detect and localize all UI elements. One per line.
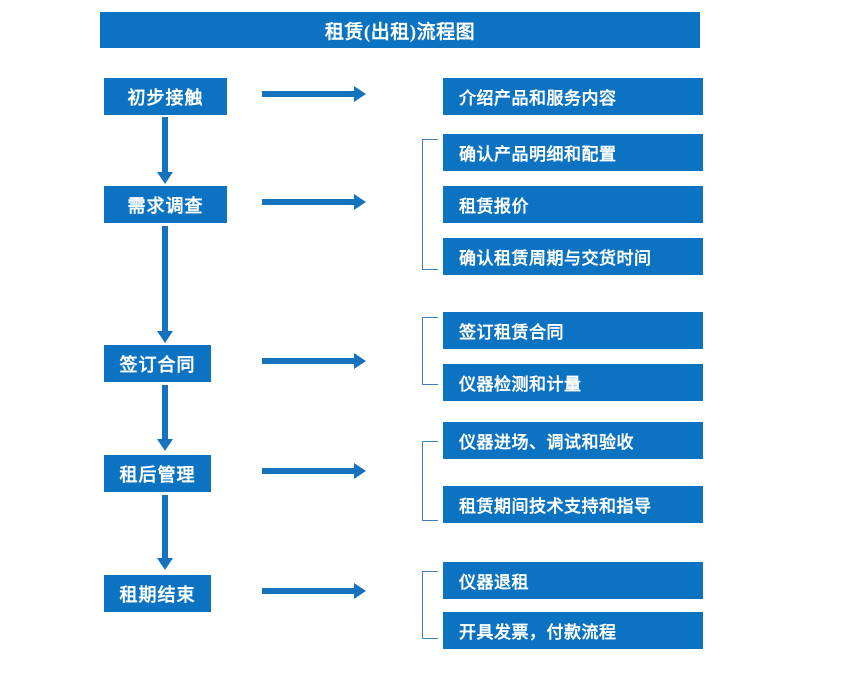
arrow-shaft (262, 358, 354, 364)
arrow-shaft (262, 588, 354, 594)
detail-box[interactable]: 介绍产品和服务内容 (443, 78, 703, 115)
arrow-shaft (262, 91, 354, 97)
arrow-shaft (262, 468, 354, 474)
detail-group-bracket-4 (422, 571, 438, 639)
detail-group-bracket-2 (422, 317, 438, 385)
stage-to-detail-arrow-1 (262, 192, 366, 212)
detail-box[interactable]: 确认产品明细和配置 (443, 134, 703, 171)
stage-box[interactable]: 初步接触 (104, 78, 227, 115)
arrow-shaft (262, 199, 354, 205)
stage-to-detail-arrow-3 (262, 461, 366, 481)
arrow-head (157, 558, 173, 570)
detail-group-bracket-1 (422, 139, 438, 270)
arrow-shaft (162, 117, 168, 172)
detail-box[interactable]: 仪器进场、调试和验收 (443, 422, 703, 459)
stage-box[interactable]: 签订合同 (104, 345, 211, 382)
detail-box[interactable]: 签订租赁合同 (443, 312, 703, 349)
stage-to-detail-arrow-2 (262, 351, 366, 371)
arrow-shaft (162, 495, 168, 558)
detail-box[interactable]: 开具发票，付款流程 (443, 612, 703, 649)
arrow-head (157, 439, 173, 451)
flow-connector-arrow-3 (155, 385, 175, 451)
arrow-head (354, 86, 366, 102)
arrow-head (354, 583, 366, 599)
flow-connector-arrow-1 (155, 117, 175, 184)
flow-connector-arrow-2 (155, 226, 175, 343)
detail-box[interactable]: 确认租赁周期与交货时间 (443, 238, 703, 275)
detail-box[interactable]: 仪器退租 (443, 562, 703, 599)
page-title: 租赁(出租)流程图 (100, 12, 700, 48)
stage-to-detail-arrow-0 (262, 84, 366, 104)
detail-group-bracket-3 (422, 441, 438, 521)
arrow-head (354, 194, 366, 210)
detail-box[interactable]: 租赁期间技术支持和指导 (443, 486, 703, 523)
stage-to-detail-arrow-4 (262, 581, 366, 601)
arrow-head (157, 331, 173, 343)
stage-box[interactable]: 租后管理 (104, 455, 211, 492)
arrow-shaft (162, 226, 168, 331)
detail-box[interactable]: 租赁报价 (443, 186, 703, 223)
arrow-head (157, 172, 173, 184)
arrow-shaft (162, 385, 168, 439)
stage-box[interactable]: 需求调查 (104, 186, 227, 223)
flow-connector-arrow-4 (155, 495, 175, 570)
stage-box[interactable]: 租期结束 (104, 575, 211, 612)
detail-box[interactable]: 仪器检测和计量 (443, 364, 703, 401)
arrow-head (354, 463, 366, 479)
arrow-head (354, 353, 366, 369)
